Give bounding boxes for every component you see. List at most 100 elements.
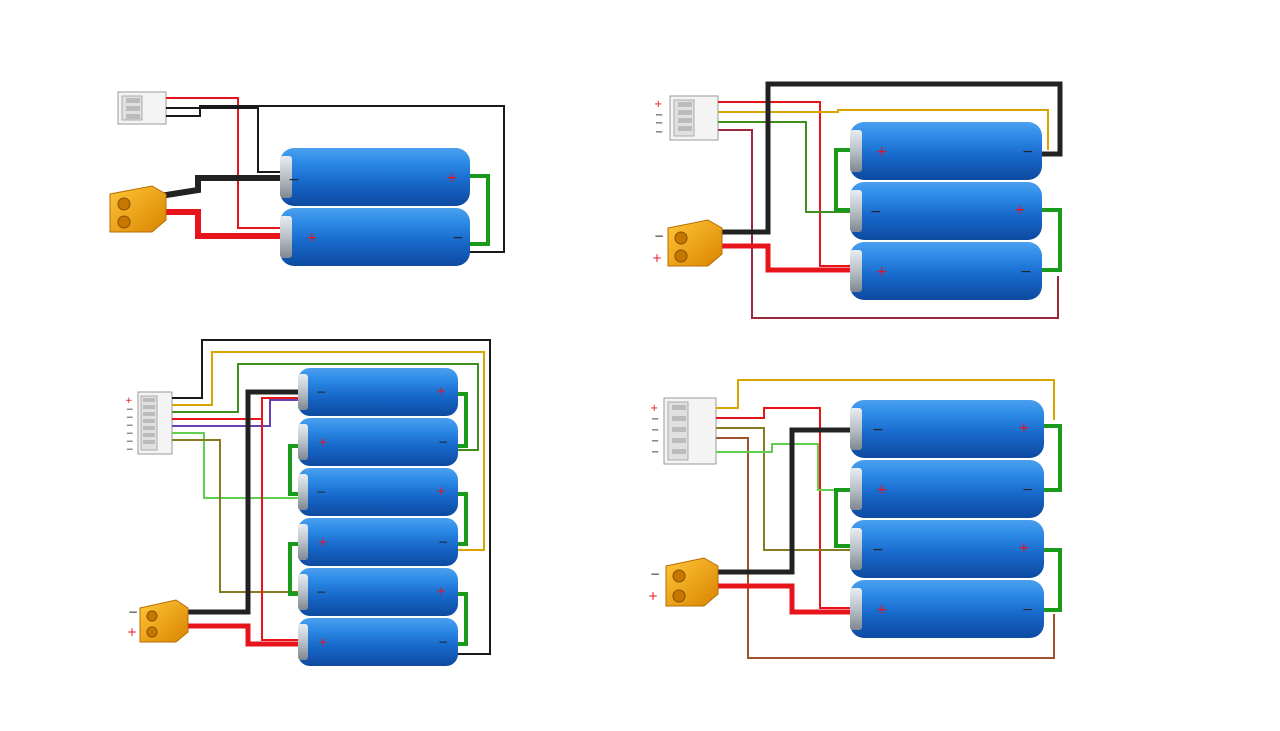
xt60-minus-label: − [650, 567, 660, 581]
cell: − + [850, 520, 1044, 578]
cell-plus-label: + [318, 535, 328, 549]
main-positive-wire [718, 243, 856, 273]
balance-wire-orange [716, 379, 1055, 420]
balance-wire-brown [718, 129, 1059, 319]
series-link [288, 444, 300, 496]
balance-minus-label: − [655, 110, 663, 121]
cell-minus-label: − [438, 535, 448, 549]
balance-wire-olive [172, 439, 300, 593]
balance-wire-red [172, 397, 300, 420]
cell-minus-label: − [452, 230, 464, 246]
cell-minus-label: − [872, 542, 884, 558]
balance-minus-label: − [655, 127, 663, 138]
cell: + − [850, 580, 1044, 638]
cell-plus-label: + [876, 144, 888, 160]
cell-minus-label: − [288, 172, 300, 188]
series-link [1040, 548, 1062, 612]
cell: + − [298, 618, 458, 666]
main-negative-wire [718, 81, 1063, 235]
balance-wire-orange [718, 109, 1049, 150]
diagram-3s: + − − − + − − + + − [652, 81, 1063, 319]
xt60-connector [667, 219, 723, 267]
cell-minus-label: − [872, 422, 884, 438]
balance-wire-black-outer [166, 105, 505, 253]
main-positive-wire [160, 209, 282, 239]
main-positive-wire [716, 583, 856, 615]
cell: + − [280, 208, 470, 266]
series-link [288, 542, 300, 596]
xt60-plus-label: + [127, 625, 137, 639]
cell-plus-label: + [318, 435, 328, 449]
balance-wire-black-outer [172, 339, 491, 655]
balance-wire-purple [172, 399, 300, 427]
series-link [834, 148, 856, 212]
cell-minus-label: − [438, 635, 448, 649]
cell-plus-label: + [436, 584, 446, 598]
cell-plus-label: + [306, 230, 318, 246]
series-link [834, 488, 856, 548]
cell: − + [850, 400, 1044, 458]
series-link [1040, 208, 1062, 272]
xt60-minus-label: − [128, 605, 138, 619]
balance-connector [137, 391, 173, 455]
balance-connector [117, 91, 167, 125]
balance-wire-red [716, 407, 856, 609]
diagram-6s: + − − − − − − − + + − [125, 339, 491, 666]
cell-minus-label: − [1022, 602, 1034, 618]
balance-wire-light-green [716, 443, 856, 491]
xt60-minus-label: − [654, 229, 664, 243]
cell-minus-label: − [1022, 144, 1034, 160]
series-link [456, 592, 468, 646]
xt60-plus-label: + [652, 251, 662, 265]
cell-plus-label: + [876, 602, 888, 618]
balance-plus-label: + [125, 396, 133, 406]
balance-wire-brown [716, 437, 1055, 659]
balance-wire-black-middle [166, 107, 282, 173]
diagram-2s: − + + − [109, 91, 505, 266]
cell-plus-label: + [436, 484, 446, 498]
balance-minus-label: − [126, 429, 134, 439]
main-negative-wire [716, 427, 856, 575]
balance-plus-label: + [650, 403, 658, 414]
balance-minus-label: − [126, 405, 134, 415]
cell: − + [850, 182, 1042, 240]
series-link [456, 492, 468, 546]
balance-wire-light-green [172, 432, 300, 499]
series-link [456, 392, 468, 448]
main-negative-wire [186, 389, 300, 615]
cell-plus-label: + [1018, 540, 1030, 556]
cell: + − [298, 518, 458, 566]
xt60-connector [109, 185, 167, 233]
balance-wire-green [718, 121, 856, 213]
cell: + − [850, 460, 1044, 518]
cell: + − [850, 242, 1042, 300]
balance-wire-red-low [261, 419, 300, 641]
cell-minus-label: − [1022, 482, 1034, 498]
cell-minus-label: − [438, 435, 448, 449]
balance-connector [663, 397, 717, 465]
cell-plus-label: + [318, 635, 328, 649]
balance-plus-label: + [654, 99, 662, 110]
balance-wire-olive [716, 427, 856, 551]
balance-wire-green [172, 363, 479, 451]
balance-wire-red [166, 97, 282, 229]
balance-minus-label: − [655, 118, 663, 129]
xt60-connector [139, 599, 189, 643]
balance-minus-label: − [651, 447, 659, 458]
cell: − + [298, 368, 458, 416]
balance-wire-orange [172, 351, 485, 551]
cell-plus-label: + [876, 264, 888, 280]
balance-minus-label: − [126, 421, 134, 431]
cell-minus-label: − [870, 204, 882, 220]
balance-connector [669, 95, 719, 141]
cell-minus-label: − [316, 485, 326, 499]
cell: − + [298, 468, 458, 516]
xt60-plus-label: + [648, 589, 658, 603]
cell: − + [280, 148, 470, 206]
series-link [466, 174, 490, 246]
balance-minus-label: − [126, 413, 134, 423]
cell-plus-label: + [1014, 202, 1026, 218]
cell-plus-label: + [446, 170, 458, 186]
main-negative-wire [159, 175, 282, 199]
